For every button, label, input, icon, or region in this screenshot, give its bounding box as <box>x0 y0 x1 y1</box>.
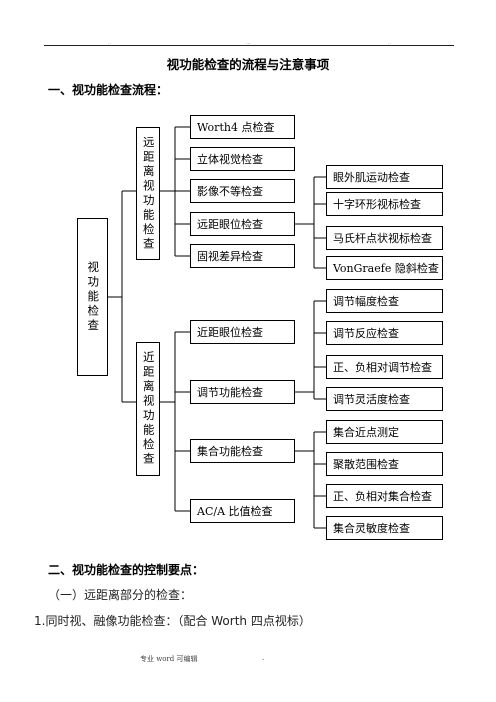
aniseikonia-test-node: 影像不等检查 <box>190 179 295 203</box>
ac-a-ratio-node: AC/A 比值检查 <box>190 499 295 523</box>
vergence-facility-node: 集合灵敏度检查 <box>326 516 443 540</box>
relative-convergence-node: 正、负相对集合检查 <box>326 484 443 508</box>
header-mark-right: .. <box>388 40 392 46</box>
near-distance-node: 近距离视功能检查 <box>136 342 160 476</box>
footer-right: . <box>262 654 265 662</box>
eom-test-node: 眼外肌运动检查 <box>326 165 443 189</box>
vergence-range-node: 聚散范围检查 <box>326 452 443 476</box>
worth4-test-node: Worth4 点检查 <box>190 115 295 139</box>
far-distance-label: 远距离视功能检查 <box>141 135 156 252</box>
far-distance-node: 远距离视功能检查 <box>136 127 160 260</box>
subsection-far: （一）远距离部分的检查： <box>48 588 193 602</box>
root-node-label: 视功能检查 <box>86 260 101 334</box>
cross-ring-test-node: 十字环形视标检查 <box>326 192 443 216</box>
accommodation-facility-node: 调节灵活度检查 <box>326 387 443 411</box>
near-eye-position-node: 近距眼位检查 <box>190 320 295 344</box>
accommodation-response-node: 调节反应检查 <box>326 321 443 345</box>
near-distance-label: 近距离视功能检查 <box>141 351 156 467</box>
fixation-disparity-node: 固视差异检查 <box>190 244 295 268</box>
relative-accommodation-node: 正、负相对调节检查 <box>326 355 443 379</box>
root-node: 视功能检查 <box>77 218 108 376</box>
maddox-rod-test-node: 马氏杆点状视标检查 <box>326 226 443 250</box>
accommodation-amplitude-node: 调节幅度检查 <box>326 289 443 313</box>
item-simultaneous-fusion: 1.同时视、融像功能检查：（配合 Worth 四点视标） <box>34 614 311 628</box>
section-heading-flow: 一、视功能检查流程： <box>48 83 169 97</box>
header-mark-center: ... <box>246 40 251 46</box>
von-graefe-test-node: VonGraefe 隐斜检查 <box>326 256 443 280</box>
convergence-function-node: 集合功能检查 <box>190 439 295 463</box>
near-point-convergence-node: 集合近点测定 <box>326 420 443 444</box>
header-rule <box>44 45 454 46</box>
far-eye-position-node: 远距眼位检查 <box>190 212 295 236</box>
accommodation-function-node: 调节功能检查 <box>190 380 295 404</box>
section-heading-control: 二、视功能检查的控制要点： <box>48 563 205 577</box>
footer-left: 专业 word 可编辑 <box>140 655 198 663</box>
header-mark-left: .. <box>108 40 112 46</box>
stereo-vision-test-node: 立体视觉检查 <box>190 147 295 171</box>
page-title: 视功能检查的流程与注意事项 <box>166 57 330 72</box>
